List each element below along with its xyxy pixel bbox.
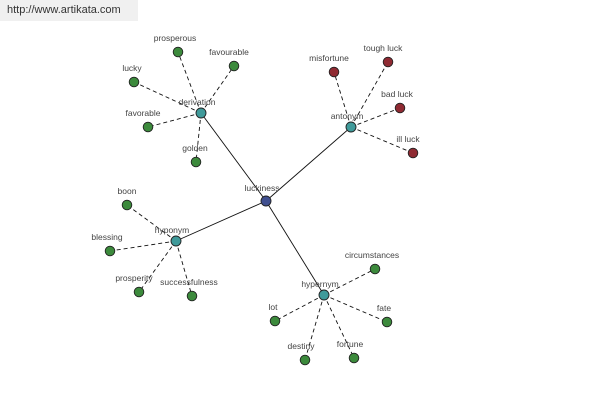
node-tough-luck[interactable] [382, 56, 394, 68]
label-misfortune: misfortune [309, 53, 349, 63]
node-fortune[interactable] [348, 352, 360, 364]
edge-hyponym-boon [126, 204, 177, 242]
label-successfulness: successfulness [160, 277, 218, 287]
node-center-luckiness[interactable] [260, 195, 272, 207]
node-bad-luck[interactable] [394, 102, 406, 114]
graph-edges [109, 51, 414, 361]
node-destiny[interactable] [299, 354, 311, 366]
edge-center-hyponym [175, 200, 267, 242]
edge-derivation-prosperous [177, 51, 202, 114]
label-prosperous: prosperous [154, 33, 197, 43]
edge-hypernym-destiny [304, 294, 325, 361]
label-relation-hyponym: hyponym [155, 225, 190, 235]
edge-derivation-favourable [200, 65, 235, 114]
edge-hypernym-lot [274, 294, 325, 322]
edge-center-hypernym [265, 200, 325, 296]
node-lot[interactable] [269, 315, 281, 327]
node-ill-luck[interactable] [407, 147, 419, 159]
edge-hyponym-successfulness [175, 240, 193, 297]
edge-hypernym-fate [323, 294, 388, 323]
label-lot: lot [269, 302, 279, 312]
node-relation-antonym[interactable] [345, 121, 357, 133]
source-watermark: http://www.artikata.com [0, 0, 138, 21]
node-boon[interactable] [121, 199, 133, 211]
node-prosperity[interactable] [133, 286, 145, 298]
label-relation-hypernym: hypernym [301, 279, 338, 289]
edge-hypernym-circumstances [323, 268, 376, 296]
node-favourable[interactable] [228, 60, 240, 72]
node-relation-hyponym[interactable] [170, 235, 182, 247]
edge-derivation-golden [195, 112, 202, 163]
node-relation-derivation[interactable] [195, 107, 207, 119]
edge-center-antonym [265, 126, 352, 202]
node-circumstances[interactable] [369, 263, 381, 275]
edge-antonym-tough-luck [350, 61, 389, 128]
edge-antonym-bad-luck [350, 107, 401, 128]
node-golden[interactable] [190, 156, 202, 168]
label-lucky: lucky [122, 63, 142, 73]
label-destiny: destiny [288, 341, 316, 351]
label-fate: fate [377, 303, 391, 313]
label-ill-luck: ill luck [396, 134, 420, 144]
node-prosperous[interactable] [172, 46, 184, 58]
label-prosperity: prosperity [115, 273, 153, 283]
graph-nodes [104, 46, 419, 366]
node-blessing[interactable] [104, 245, 116, 257]
node-favorable[interactable] [142, 121, 154, 133]
edge-center-derivation [200, 112, 267, 202]
edge-antonym-ill-luck [350, 126, 414, 154]
edge-derivation-favorable [147, 112, 202, 128]
label-favorable: favorable [126, 108, 161, 118]
label-blessing: blessing [91, 232, 122, 242]
label-circumstances: circumstances [345, 250, 399, 260]
label-center-luckiness: luckiness [245, 183, 280, 193]
label-bad-luck: bad luck [381, 89, 413, 99]
label-relation-antonym: antonym [331, 111, 364, 121]
edge-antonym-misfortune [333, 71, 352, 128]
node-relation-hypernym[interactable] [318, 289, 330, 301]
label-fortune: fortune [337, 339, 364, 349]
graph-labels: prosperous favourable lucky favorable golden… [91, 33, 420, 351]
label-boon: boon [118, 186, 137, 196]
label-relation-derivation: derivation [179, 97, 216, 107]
node-successfulness[interactable] [186, 290, 198, 302]
edge-hypernym-fortune [323, 294, 355, 359]
label-favourable: favourable [209, 47, 249, 57]
edge-hyponym-blessing [109, 240, 177, 252]
node-fate[interactable] [381, 316, 393, 328]
node-misfortune[interactable] [328, 66, 340, 78]
edge-derivation-lucky [133, 81, 202, 114]
label-tough-luck: tough luck [364, 43, 403, 53]
edge-hyponym-prosperity [138, 240, 177, 293]
node-lucky[interactable] [128, 76, 140, 88]
label-golden: golden [182, 143, 208, 153]
